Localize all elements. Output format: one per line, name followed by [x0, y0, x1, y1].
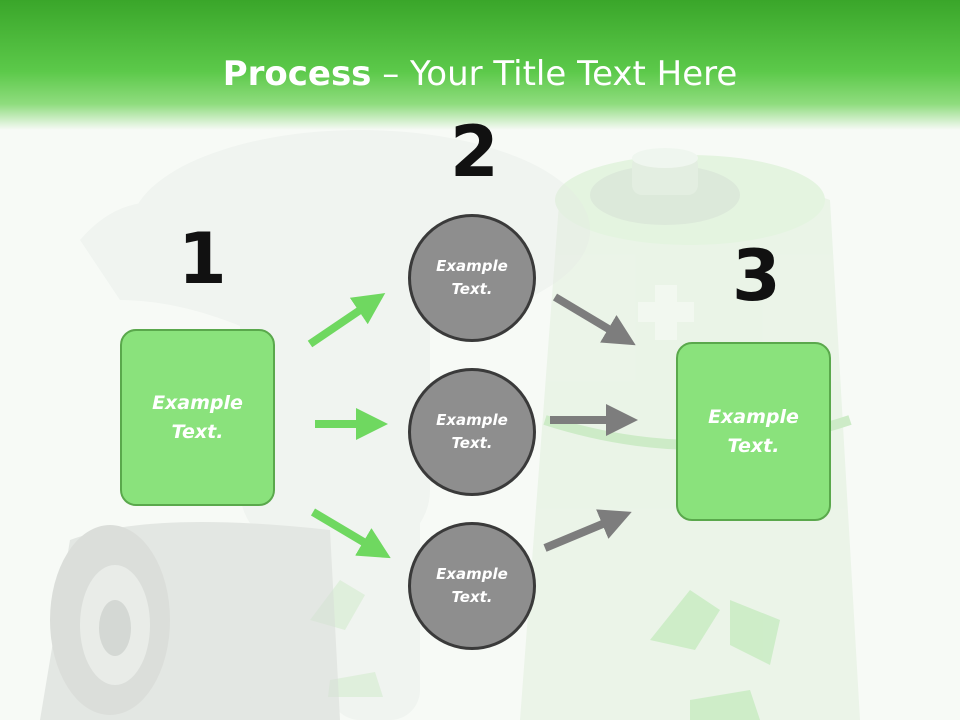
- battery-illustration: [40, 522, 340, 720]
- circle-bottom[interactable]: Example Text.: [408, 522, 536, 650]
- recycle-icon: [650, 590, 780, 720]
- circle-top[interactable]: Example Text.: [408, 214, 536, 342]
- slide-title: Process – Your Title Text Here: [0, 52, 960, 96]
- circle-middle-label: Example Text.: [436, 411, 508, 452]
- step-number-2: 2: [450, 111, 499, 193]
- title-bold: Process: [222, 54, 372, 94]
- right-box-label: Example Text.: [708, 405, 799, 457]
- title-rest: – Your Title Text Here: [371, 54, 738, 94]
- step-number-3: 3: [732, 235, 781, 317]
- right-text-box[interactable]: Example Text.: [676, 342, 831, 521]
- step-number-1: 1: [178, 218, 227, 300]
- left-box-label: Example Text.: [152, 391, 243, 443]
- left-text-box[interactable]: Example Text.: [120, 329, 275, 506]
- circle-bottom-label: Example Text.: [436, 565, 508, 606]
- circle-middle[interactable]: Example Text.: [408, 368, 536, 496]
- circle-top-label: Example Text.: [436, 257, 508, 298]
- title-bar: [0, 0, 960, 130]
